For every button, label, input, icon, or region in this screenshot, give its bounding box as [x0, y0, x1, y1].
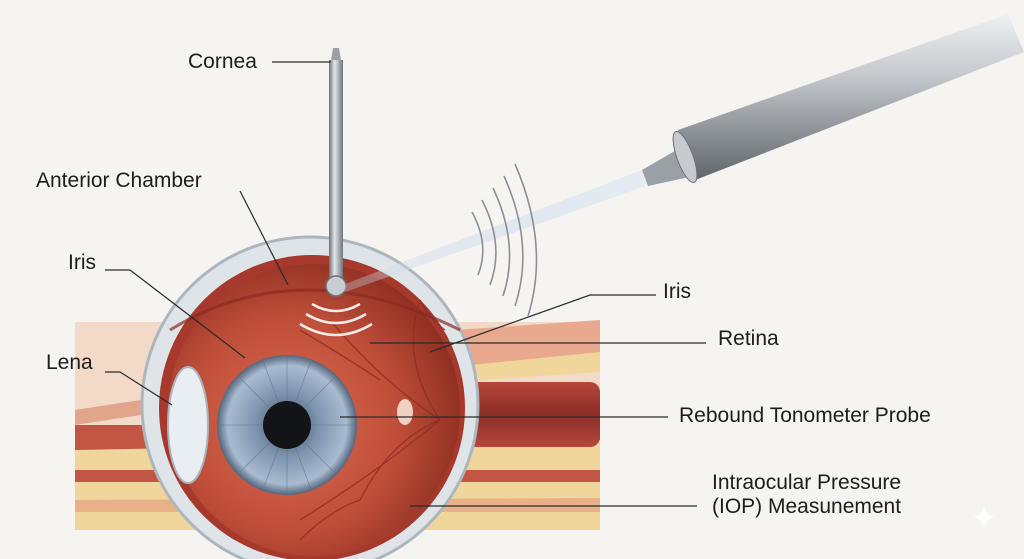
sound-waves: [471, 163, 538, 317]
contact-waves: [299, 302, 373, 337]
label-iris-right: Iris: [663, 280, 691, 303]
eye-globe: [140, 235, 480, 559]
label-cornea: Cornea: [188, 50, 257, 73]
vertical-probe: [299, 48, 373, 337]
label-iris-left: Iris: [68, 251, 96, 274]
handheld-probe: [642, 14, 1024, 186]
label-rebound-tonometer-probe: Rebound Tonometer Probe: [679, 404, 931, 427]
optic-nerve: [462, 382, 600, 447]
pupil: [263, 401, 311, 449]
label-anterior-chamber: Anterior Chamber: [36, 169, 202, 192]
label-iop-measurement: Intraocular Pressure (IOP) Measunement: [712, 471, 902, 519]
label-retina: Retina: [718, 327, 779, 350]
lens: [167, 366, 209, 484]
sparkle-icon: [972, 505, 996, 529]
leader-lines: [105, 61, 706, 507]
label-lena: Lena: [46, 351, 93, 374]
